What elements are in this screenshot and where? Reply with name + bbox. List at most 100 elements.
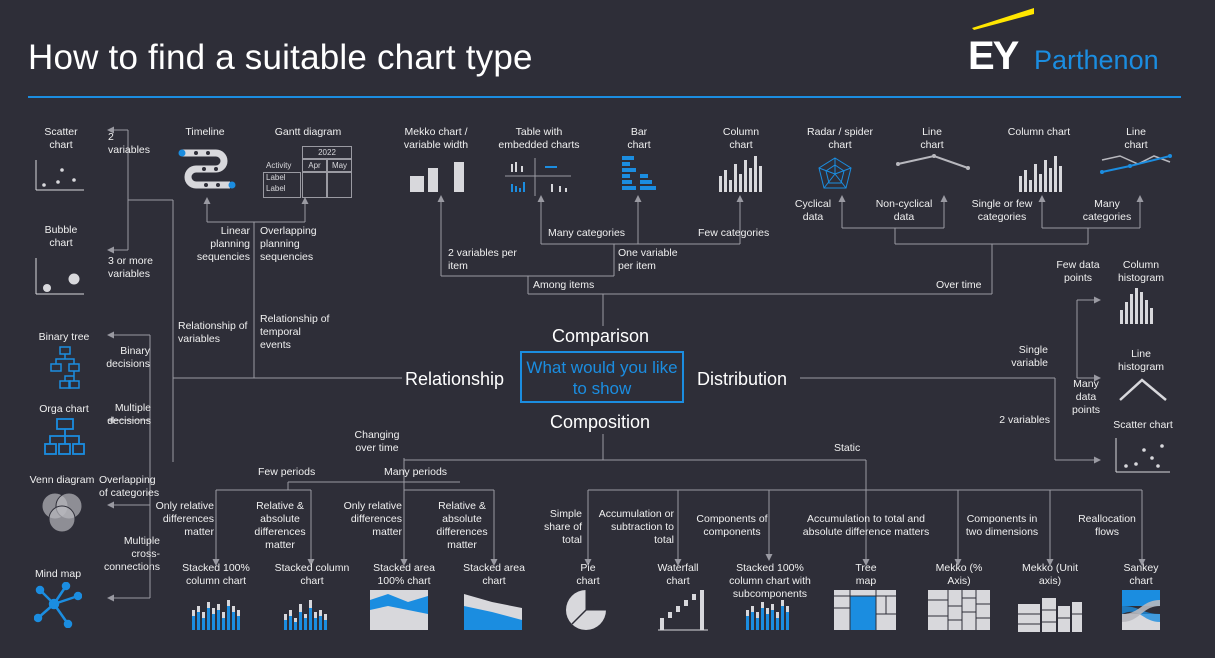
label-few-data-points: Few data points bbox=[1056, 259, 1100, 284]
label-changing-over-time: Changing over time bbox=[354, 429, 400, 454]
label-reallocation-flows: Reallocation flows bbox=[1078, 513, 1136, 538]
gantt-year: 2022 bbox=[302, 146, 352, 159]
label-mind-map: Mind map bbox=[34, 568, 82, 580]
center-question: What would you like to show bbox=[520, 351, 684, 403]
waterfall-chart-icon bbox=[658, 590, 708, 631]
label-column-histogram: Column histogram bbox=[1117, 259, 1165, 284]
label-line-chart-2: Line chart bbox=[1124, 126, 1148, 151]
label-few-periods: Few periods bbox=[258, 466, 316, 478]
label-column-chart: Column chart bbox=[722, 126, 760, 151]
label-table-embedded-charts: Table with embedded charts bbox=[498, 126, 580, 151]
label-bar-chart: Bar chart bbox=[627, 126, 651, 151]
label-bubble-chart: Bubble chart bbox=[44, 224, 78, 249]
label-mekko-variable-width: Mekko chart / variable width bbox=[403, 126, 469, 151]
venn-diagram-icon bbox=[41, 492, 83, 533]
label-accumulation-total: Accumulation to total and absolute diffe… bbox=[802, 513, 930, 538]
label-single-variable: Single variable bbox=[1011, 344, 1048, 369]
stacked-column-icon bbox=[284, 600, 327, 630]
label-many-categories-2: Many categories bbox=[1082, 198, 1132, 223]
label-scatter-chart: Scatter chart bbox=[44, 126, 78, 151]
brand-beam-icon bbox=[972, 8, 1034, 30]
line-chart-2-icon bbox=[1100, 154, 1172, 174]
mekko-unit-axis-icon bbox=[1018, 598, 1082, 632]
label-relationship-temporal: Relationship of temporal events bbox=[260, 313, 330, 351]
line-histogram-icon bbox=[1119, 378, 1167, 401]
label-stacked-area-100: Stacked area 100% chart bbox=[373, 562, 435, 587]
pie-chart-icon bbox=[566, 589, 607, 630]
label-relationship-of-variables: Relationship of variables bbox=[178, 320, 248, 345]
table-embedded-charts-icon bbox=[505, 158, 571, 196]
label-pie-chart: Pie chart bbox=[576, 562, 600, 587]
category-comparison: Comparison bbox=[552, 326, 650, 346]
stacked-area-100-icon bbox=[370, 590, 428, 630]
label-binary-decisions: Binary decisions bbox=[106, 345, 150, 370]
label-one-variable-per-item: One variable per item bbox=[618, 247, 678, 272]
bar-chart-icon bbox=[622, 156, 656, 190]
gantt-label-2: Label bbox=[266, 184, 286, 193]
label-radar-spider-chart: Radar / spider chart bbox=[807, 126, 873, 151]
mind-map-icon bbox=[34, 582, 82, 628]
sankey-chart-icon bbox=[1122, 590, 1160, 630]
binary-tree-icon bbox=[50, 346, 80, 389]
stacked-100-column-icon bbox=[192, 600, 240, 630]
category-distribution: Distribution bbox=[697, 369, 788, 389]
scatter-chart-icon bbox=[35, 160, 84, 191]
label-2-variables: 2 variables bbox=[108, 131, 151, 156]
timeline-icon bbox=[178, 149, 236, 189]
label-relative-absolute-2: Relative & absolute differences matter bbox=[436, 500, 488, 551]
label-only-relative-1: Only relative differences matter bbox=[155, 500, 214, 538]
bubble-chart-icon bbox=[35, 258, 84, 295]
label-scatter-chart-2: Scatter chart bbox=[1113, 419, 1173, 431]
label-line-histogram: Line histogram bbox=[1117, 348, 1165, 373]
label-only-relative-2: Only relative differences matter bbox=[343, 500, 402, 538]
label-gantt-diagram: Gantt diagram bbox=[274, 126, 342, 138]
mekko-variable-width-icon bbox=[410, 162, 464, 192]
label-2-variables-distribution: 2 variables bbox=[999, 414, 1050, 426]
brand-ey-logo: EY bbox=[968, 34, 1019, 78]
gantt-label-1: Label bbox=[266, 173, 286, 182]
scatter-chart-2-icon bbox=[1115, 438, 1170, 473]
label-components-two-dimensions: Components in two dimensions bbox=[965, 513, 1039, 538]
label-tree-map: Tree map bbox=[855, 562, 877, 587]
label-simple-share: Simple share of total bbox=[544, 508, 582, 546]
label-mekko-percent-axis: Mekko (% Axis) bbox=[935, 562, 983, 587]
page-title: How to find a suitable chart type bbox=[28, 38, 533, 77]
header-divider bbox=[28, 96, 1181, 98]
label-orga-chart: Orga chart bbox=[39, 403, 89, 415]
label-cyclical-data: Cyclical data bbox=[794, 198, 832, 223]
label-stacked-area: Stacked area chart bbox=[463, 562, 525, 587]
label-many-data-points: Many data points bbox=[1071, 378, 1101, 416]
column-chart-2-icon bbox=[1019, 156, 1062, 192]
gantt-activity: Activity bbox=[266, 161, 292, 170]
label-single-or-few-categories: Single or few categories bbox=[971, 198, 1033, 223]
label-non-cyclical-data: Non-cyclical data bbox=[875, 198, 933, 223]
gantt-may: May bbox=[327, 159, 352, 172]
label-waterfall-chart: Waterfall chart bbox=[657, 562, 699, 587]
label-timeline: Timeline bbox=[185, 126, 225, 138]
label-over-time: Over time bbox=[936, 279, 982, 291]
stacked-area-icon bbox=[464, 594, 522, 630]
label-components-of-components: Components of components bbox=[696, 513, 768, 538]
label-stacked-100-subcomponents: Stacked 100% column chart with subcompon… bbox=[729, 562, 811, 600]
label-3-or-more-variables: 3 or more variables bbox=[108, 255, 153, 280]
label-overlapping-planning: Overlapping planning sequencies bbox=[260, 225, 317, 263]
label-multiple-cross-connections: Multiple cross- connections bbox=[103, 535, 160, 573]
label-static: Static bbox=[834, 442, 861, 454]
line-chart-icon bbox=[896, 154, 970, 170]
label-binary-tree: Binary tree bbox=[38, 331, 90, 343]
column-histogram-icon bbox=[1120, 288, 1153, 324]
label-accumulation-subtraction: Accumulation or subtraction to total bbox=[598, 508, 674, 546]
label-overlapping-categories: Overlapping of categories bbox=[99, 474, 160, 499]
label-stacked-column: Stacked column chart bbox=[274, 562, 350, 587]
category-relationship: Relationship bbox=[405, 369, 505, 389]
label-linear-planning: Linear planning sequencies bbox=[196, 225, 250, 263]
label-venn-diagram: Venn diagram bbox=[29, 474, 95, 486]
label-column-chart-2: Column chart bbox=[1007, 126, 1071, 138]
label-multiple-decisions: Multiple decisions bbox=[107, 402, 151, 427]
label-stacked-100-column: Stacked 100% column chart bbox=[182, 562, 250, 587]
label-line-chart: Line chart bbox=[920, 126, 944, 151]
label-few-categories: Few categories bbox=[698, 227, 770, 239]
mekko-percent-axis-icon bbox=[928, 590, 990, 630]
label-relative-absolute-1: Relative & absolute differences matter bbox=[254, 500, 306, 551]
